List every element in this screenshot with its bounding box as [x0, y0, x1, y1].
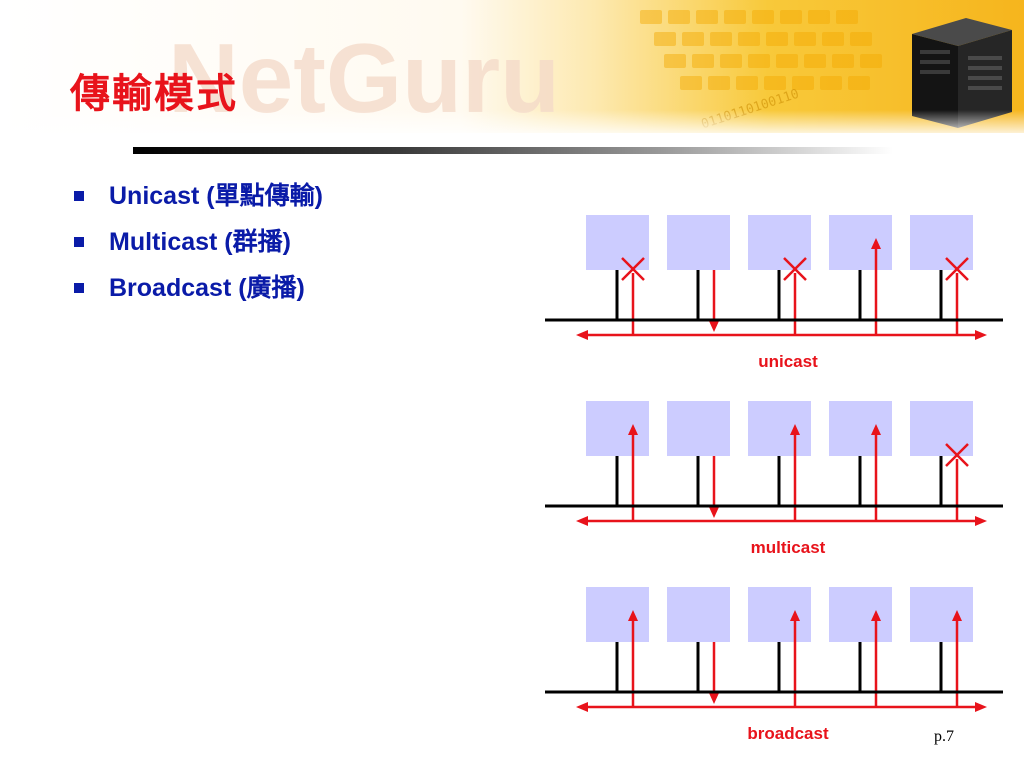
- page-number: p.7: [934, 728, 954, 745]
- keyboard-pattern: [640, 10, 882, 90]
- x-stroke: [945, 257, 969, 281]
- diagram-unicast: unicast: [545, 215, 1003, 371]
- host-box: [586, 401, 649, 456]
- host-box: [910, 215, 973, 270]
- bullet-item: Broadcast (廣播): [72, 270, 323, 316]
- arrow-right-icon: [975, 702, 987, 712]
- square-bullet-icon: [74, 237, 84, 247]
- arrow-down-icon: [709, 507, 719, 518]
- host-box: [748, 401, 811, 456]
- host-box: [667, 401, 730, 456]
- arrow-right-icon: [975, 516, 987, 526]
- arrow-up-icon: [790, 424, 800, 435]
- diagram-label: broadcast: [747, 724, 829, 743]
- diagram-label: multicast: [751, 538, 826, 557]
- arrow-up-icon: [628, 610, 638, 621]
- arrow-left-icon: [576, 516, 588, 526]
- square-bullet-icon: [74, 283, 84, 293]
- x-stroke: [621, 257, 645, 281]
- x-stroke: [945, 443, 969, 467]
- square-bullet-icon: [74, 191, 84, 201]
- host-box: [748, 215, 811, 270]
- arrow-left-icon: [576, 330, 588, 340]
- bullet-item: Unicast (單點傳輸): [72, 178, 323, 224]
- blocked-x-icon: [945, 443, 969, 467]
- arrow-up-icon: [628, 424, 638, 435]
- bullet-text: Multicast (群播): [109, 228, 291, 256]
- host-box: [667, 587, 730, 642]
- host-box: [748, 587, 811, 642]
- blocked-x-icon: [783, 257, 807, 281]
- x-stroke: [783, 257, 807, 281]
- arrow-up-icon: [871, 238, 881, 249]
- server-icon: [912, 18, 1012, 128]
- blocked-x-icon: [621, 257, 645, 281]
- host-box: [910, 587, 973, 642]
- arrow-left-icon: [576, 702, 588, 712]
- bullet-item: Multicast (群播): [72, 224, 323, 270]
- host-box: [829, 587, 892, 642]
- arrow-down-icon: [709, 693, 719, 704]
- title-underline: [133, 147, 893, 154]
- blocked-x-icon: [945, 257, 969, 281]
- transmission-diagrams: unicast multicast broadcast: [545, 215, 1003, 743]
- host-box: [829, 401, 892, 456]
- arrow-down-icon: [709, 321, 719, 332]
- arrow-up-icon: [871, 424, 881, 435]
- bullet-list: Unicast (單點傳輸) Multicast (群播) Broadcast …: [72, 178, 323, 316]
- arrow-right-icon: [975, 330, 987, 340]
- slide-title: 傳輸模式: [70, 70, 238, 117]
- arrow-up-icon: [790, 610, 800, 621]
- host-box: [586, 215, 649, 270]
- diagram-label: unicast: [758, 352, 818, 371]
- host-box: [910, 401, 973, 456]
- arrow-up-icon: [952, 610, 962, 621]
- arrow-up-icon: [871, 610, 881, 621]
- diagram-broadcast: broadcast: [545, 587, 1003, 743]
- host-box: [667, 215, 730, 270]
- host-box: [829, 215, 892, 270]
- bullet-text: Broadcast (廣播): [109, 274, 305, 302]
- bullet-text: Unicast (單點傳輸): [109, 182, 323, 210]
- diagram-multicast: multicast: [545, 401, 1003, 557]
- host-box: [586, 587, 649, 642]
- header-banner: 0110110100110 NetGuru: [0, 0, 1024, 134]
